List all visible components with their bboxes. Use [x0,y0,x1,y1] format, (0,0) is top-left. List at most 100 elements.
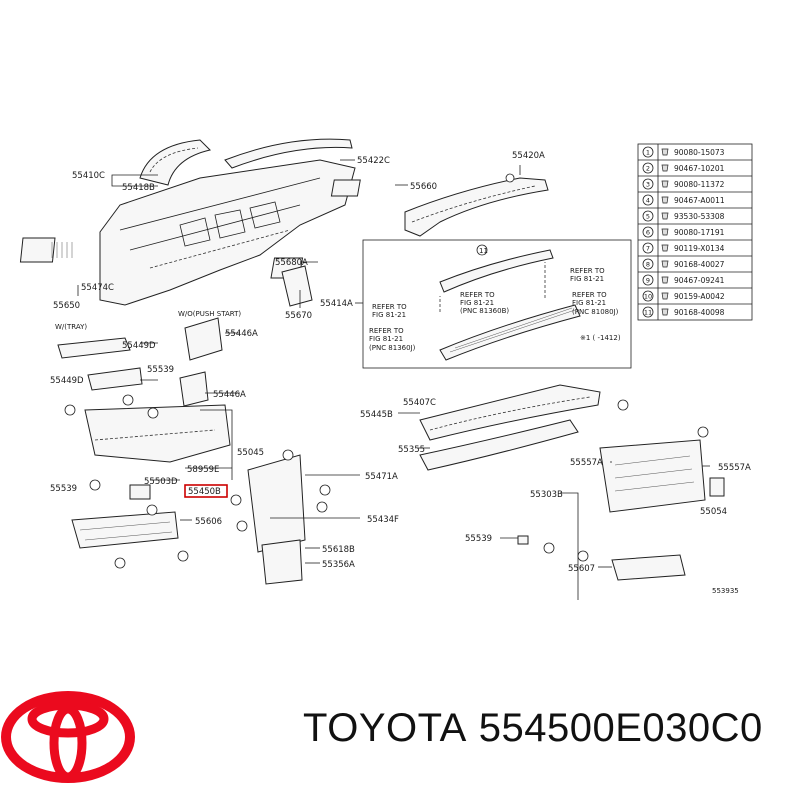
fastener-clip-icon [661,212,669,220]
fastener-number: 10 [644,293,652,301]
fastener-clip-icon [661,260,669,268]
fastener-number: 8 [646,261,650,269]
lower-bracket-449d [87,367,143,391]
fastener-row: 6 90080-17191 [638,223,752,238]
push-start-bracket [184,317,223,361]
meter-hood [139,139,211,186]
label-55539-upper: 55539 [147,365,174,375]
label-58959E: 58959E [187,465,219,475]
label-55660: 55660 [410,182,437,192]
fastener-row: 9 90467-09241 [638,271,752,286]
label-wo-push-start: W/O(PUSH START) [178,310,241,318]
fastener-number: 2 [646,165,650,173]
label-55446A-lower: 55446A [213,390,246,400]
fastener-code: 90467-A0011 [674,196,725,205]
label-refer-5: REFER TO [572,291,607,299]
label-55539-right: 55539 [465,534,492,544]
fastener-clip-icon [661,244,669,252]
fastener-clip-icon [661,308,669,316]
part-55054 [709,477,725,497]
fastener-number: 9 [646,277,650,285]
fastener-clip-icon [661,164,669,172]
fastener-code: 90080-11372 [674,180,725,189]
fastener-number: 7 [646,245,650,253]
fastener-number-circle [642,290,654,302]
label-55410C: 55410C [72,171,105,181]
fastener-number-circle [642,210,654,222]
label-55303B: 55303B [530,490,563,500]
label-55670: 55670 [285,311,312,321]
label-55471A: 55471A [365,472,398,482]
fastener-number: 4 [646,197,650,205]
label-55054: 55054 [700,507,727,517]
label-55422C: 55422C [357,156,390,166]
fastener-code: 90119-X0134 [674,244,725,253]
fastener-clip-icon [661,292,669,300]
label-55474C: 55474C [81,283,114,293]
center-vent [330,179,361,197]
fastener-number-circle [642,274,654,286]
label-figure-number: 553935 [712,587,739,595]
label-55434F: 55434F [367,515,399,525]
center-console-front [261,539,303,585]
label-55407C: 55407C [403,398,436,408]
label-55449D-lower: 55449D [50,376,84,386]
fastener-clip-icon [661,276,669,284]
label-55539-left: 55539 [50,484,77,494]
fastener-number-circle [642,146,654,158]
fastener-code: 90080-15073 [674,148,725,157]
svg-text:11: 11 [479,247,488,255]
knee-part [281,265,313,307]
label-refer-2c: (PNC 81360B) [460,307,509,315]
fastener-clip-icon [661,148,669,156]
label-55445B: 55445B [360,410,393,420]
right-garnish [404,177,549,237]
label-refer-1: REFER TO [372,303,407,311]
instrument-panel [99,159,356,306]
label-55045: 55045 [237,448,264,458]
left-vent [19,237,56,263]
callout-circles [64,394,709,569]
toyota-logo-icon [1,691,135,783]
fastener-number-circle [642,178,654,190]
part-55607 [611,554,686,581]
tray-part [57,337,131,359]
label-55557A-right: 55557A [718,463,751,473]
label-55503D: 55503D [144,477,178,487]
fastener-number: 3 [646,181,650,189]
label-refer-5c: (PNC 81080J) [572,308,619,316]
label-55356A: 55356A [322,560,355,570]
fastener-clip-icon [661,196,669,204]
label-55618B: 55618B [322,545,355,555]
fastener-code: 90467-09241 [674,276,725,285]
fastener-row: 3 90080-11372 [638,175,752,190]
label-refer-1b: FIG 81-21 [372,311,406,319]
highlight-box [184,484,228,498]
label-w-tray: W/(TRAY) [55,323,87,331]
fastener-number-circle [642,242,654,254]
fastener-number: 6 [646,229,650,237]
label-55557A-left: 55557A [570,458,603,468]
fastener-code: 90159-A0042 [674,292,725,301]
fastener-code: 90080-17191 [674,228,725,237]
glove-box [599,439,706,513]
lower-panel [84,404,231,463]
fastener-number-circle [642,306,654,318]
label-55414A: 55414A [320,299,353,309]
fastener-row: 4 90467-A0011 [638,191,752,206]
label-refer-3b: FIG 81-21 [369,335,403,343]
fastener-code: 90168-40027 [674,260,725,269]
label-55650: 55650 [53,301,80,311]
fastener-row: 7 90119-X0134 [638,239,752,254]
lower-trim-303b [419,419,579,471]
detail-strip-lower [439,304,581,361]
fastener-number: 5 [646,213,650,221]
label-refer-2: REFER TO [460,291,495,299]
